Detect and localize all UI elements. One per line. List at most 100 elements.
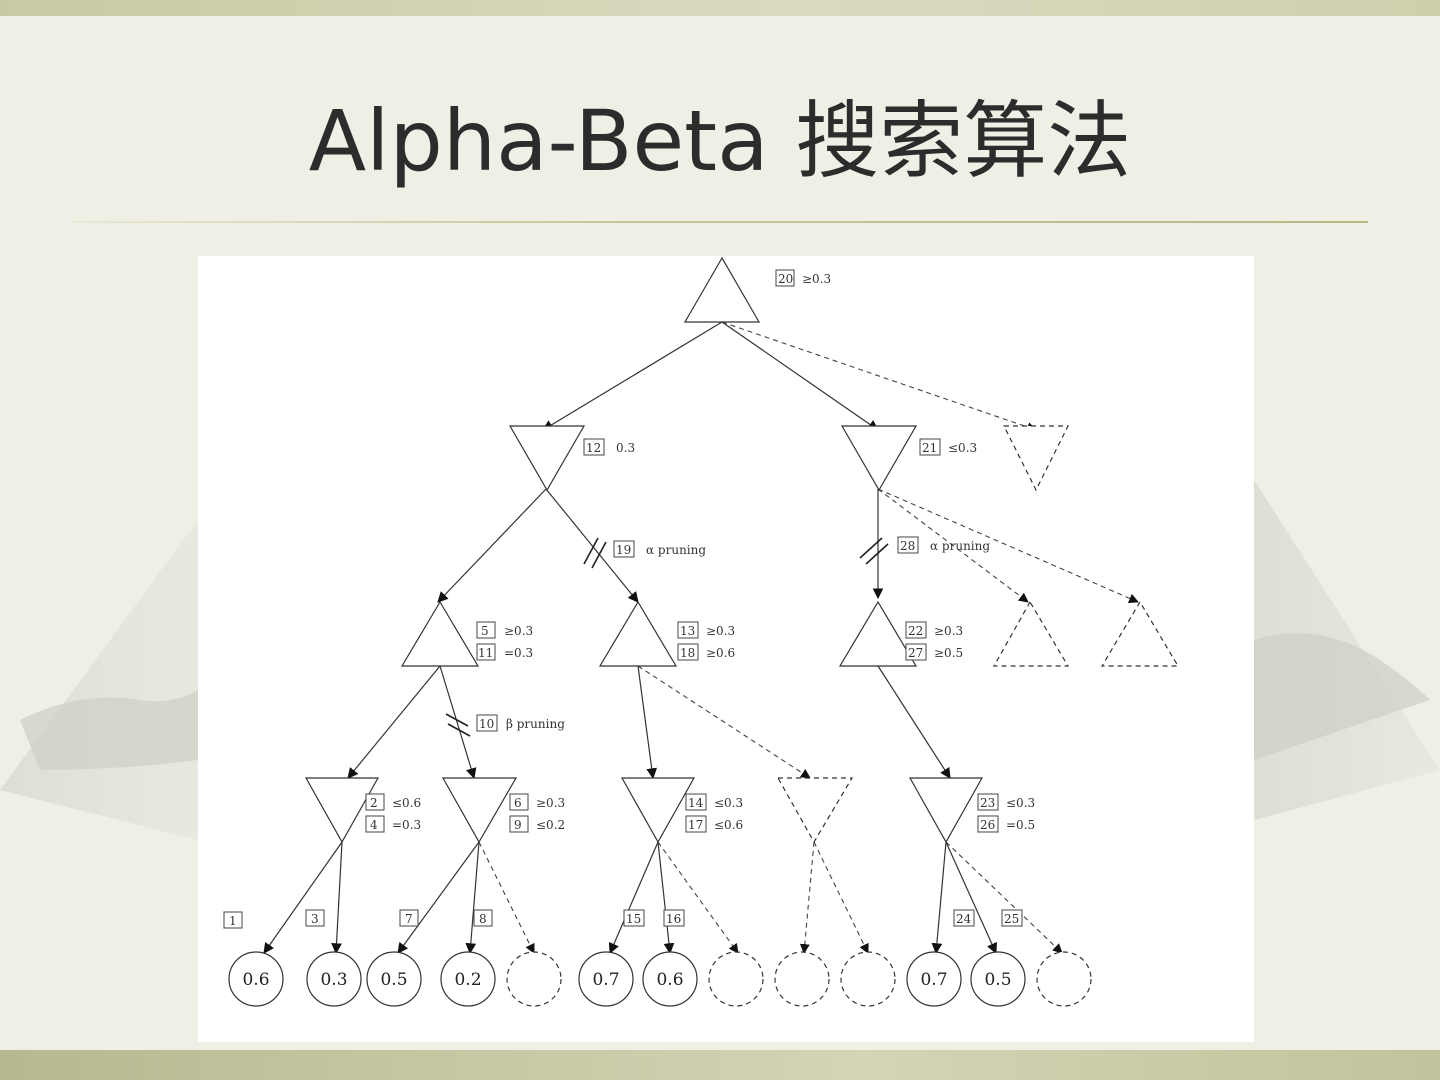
step-num: 11 (478, 646, 493, 660)
min-node-n12 (510, 426, 584, 490)
min-node-pruned (1004, 426, 1068, 490)
top-accent-bar (0, 0, 1440, 16)
leaf-node-pruned-4 (841, 952, 895, 1006)
edge-to-leaf-2 (336, 842, 342, 953)
leaf-node-pruned-3 (775, 952, 829, 1006)
tree-diagram: 0.6 0.3 0.5 0.2 0.7 0.6 0.7 0.5 (198, 256, 1254, 1042)
node-value: ≥0.3 (536, 796, 565, 810)
edge-n14-pruned (658, 842, 738, 953)
min-node-pruned-2 (778, 778, 852, 842)
step-num: 12 (586, 441, 601, 455)
step-num: 5 (481, 624, 489, 638)
step-num: 4 (370, 818, 378, 832)
title-divider (72, 221, 1368, 223)
node-value: ≤0.3 (714, 796, 743, 810)
leaf-node-pruned-5 (1037, 952, 1091, 1006)
leaf-value: 0.6 (656, 970, 683, 990)
edge-pruned-min-left (804, 842, 814, 953)
max-node-pruned-2 (1102, 602, 1178, 666)
step-num: 23 (980, 796, 995, 810)
step-num: 26 (980, 818, 995, 832)
step-num: 2 (370, 796, 378, 810)
max-node-n13 (600, 602, 676, 666)
step-num: 1 (229, 914, 237, 928)
step-num: 18 (680, 646, 695, 660)
leaf-node-pruned-2 (709, 952, 763, 1006)
edge-to-leaf-5 (610, 842, 658, 953)
pruning-label: β pruning (506, 717, 565, 731)
leaf-value: 0.3 (320, 970, 347, 990)
step-num: 25 (1004, 912, 1019, 926)
edge-n13-pruned (638, 666, 810, 778)
node-value: ≥0.6 (706, 646, 735, 660)
alpha-beta-tree-figure: 0.6 0.3 0.5 0.2 0.7 0.6 0.7 0.5 (198, 256, 1254, 1042)
edge-n12-n5 (438, 489, 546, 602)
bottom-accent-bar (0, 1050, 1440, 1080)
node-value: ≥0.3 (706, 624, 735, 638)
edge-n6-pruned (479, 842, 534, 953)
step-num: 16 (666, 912, 681, 926)
step-num: 3 (311, 912, 319, 926)
step-num: 17 (688, 818, 703, 832)
pruning-label: α pruning (646, 543, 706, 557)
max-node-n22 (840, 602, 916, 666)
min-node-n23 (910, 778, 982, 842)
leaf-value: 0.7 (920, 970, 947, 990)
step-num: 13 (680, 624, 695, 638)
min-node-n21 (842, 426, 916, 490)
step-num: 22 (908, 624, 923, 638)
node-value: ≤0.6 (392, 796, 421, 810)
step-num: 15 (626, 912, 641, 926)
edge-n5-n2 (348, 666, 440, 778)
node-value: ≤0.6 (714, 818, 743, 832)
leaf-value: 0.5 (380, 970, 407, 990)
leaf-value: 0.7 (592, 970, 619, 990)
leaf-node-pruned-1 (507, 952, 561, 1006)
cut-mark-28a (860, 538, 882, 558)
step-num: 14 (688, 796, 704, 810)
node-value: =0.3 (504, 646, 533, 660)
step-num: 19 (616, 543, 631, 557)
edge-pruned-min-right (814, 842, 868, 953)
edge-root-n12 (543, 322, 722, 430)
step-num: 21 (922, 441, 937, 455)
edge-n13-n14 (638, 666, 653, 778)
max-node-pruned-1 (994, 602, 1068, 666)
edge-to-leaf-4 (470, 842, 479, 953)
step-num: 28 (900, 539, 915, 553)
edge-root-n21 (722, 322, 878, 430)
node-value: ≥0.3 (802, 272, 831, 286)
leaf-value: 0.6 (242, 970, 269, 990)
node-value: =0.5 (1006, 818, 1035, 832)
max-node-n5 (402, 602, 478, 666)
edge-to-leaf-8 (946, 842, 996, 953)
slide-title: Alpha-Beta 搜索算法 (0, 86, 1440, 196)
step-num: 20 (778, 272, 793, 286)
edge-to-leaf-3 (398, 842, 479, 953)
node-value: ≥0.3 (934, 624, 963, 638)
node-value: =0.3 (392, 818, 421, 832)
edge-to-leaf-6 (658, 842, 670, 953)
edge-to-leaf-7 (936, 842, 946, 953)
leaf-value: 0.2 (454, 970, 481, 990)
node-value: ≥0.5 (934, 646, 963, 660)
step-num: 6 (514, 796, 522, 810)
pruning-label: α pruning (930, 539, 990, 553)
min-node-n14 (622, 778, 694, 842)
cut-mark-28b (866, 544, 888, 564)
step-num: 10 (479, 717, 494, 731)
min-node-n6 (443, 778, 516, 842)
node-value: 0.3 (616, 441, 635, 455)
step-num: 24 (956, 912, 972, 926)
max-node-root (685, 258, 759, 322)
edge-to-leaf-1 (264, 842, 342, 953)
edge-n22-n23 (878, 666, 950, 778)
node-value: ≤0.2 (536, 818, 565, 832)
step-num: 27 (908, 646, 923, 660)
edge-root-pruned (722, 322, 1036, 430)
leaf-value: 0.5 (984, 970, 1011, 990)
edge-n23-pruned (946, 842, 1062, 953)
step-num: 7 (405, 912, 413, 926)
step-num: 9 (514, 818, 522, 832)
node-value: ≥0.3 (504, 624, 533, 638)
